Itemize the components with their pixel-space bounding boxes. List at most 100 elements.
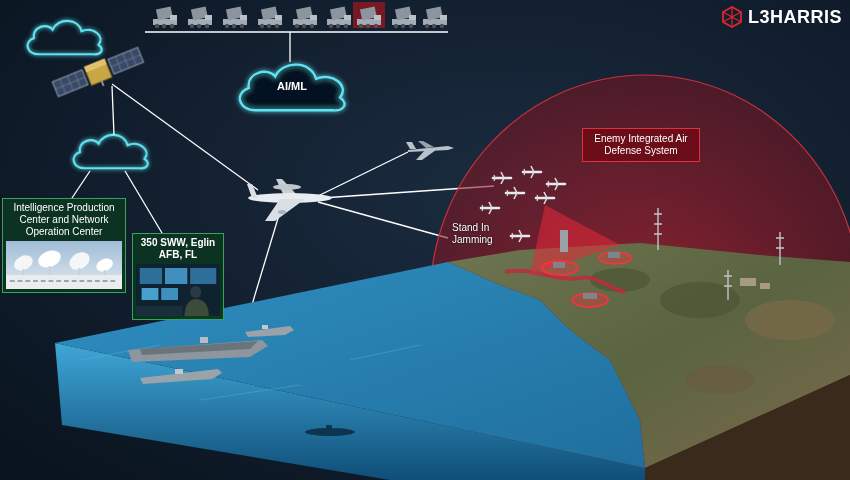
airborne-command-aircraft: [247, 184, 258, 198]
naval-group: [128, 325, 355, 436]
operations-room-picture: [185, 299, 209, 316]
dish-farm-picture: [6, 241, 122, 289]
node-text: Intelligence Production Center and Netwo…: [6, 202, 122, 241]
node-illustration: [6, 241, 122, 289]
link-lines: [318, 202, 448, 238]
naval-group: [245, 326, 294, 337]
terrain-slab: [645, 375, 850, 480]
fighter-jet: [406, 141, 454, 160]
threat-label-box: Enemy Integrated Air Defense System: [582, 128, 700, 162]
air-defense-sites: [572, 293, 608, 307]
network-cloud: [28, 21, 148, 168]
terrain-slab: [55, 243, 850, 480]
vehicle-row: [293, 6, 317, 28]
air-defense-sites: [553, 262, 565, 268]
fighter-jet: [418, 141, 434, 148]
terrain-slab: [745, 300, 835, 340]
drone-swarm: [493, 172, 511, 184]
naval-group: [262, 325, 268, 329]
vehicle-row: [353, 2, 385, 28]
vehicle-row: [153, 6, 177, 28]
dish-farm-picture: [23, 266, 104, 275]
drone-swarm: [547, 178, 565, 190]
air-defense-sites: [740, 278, 756, 286]
cloud-outline: [240, 65, 345, 111]
jamming-beam: [530, 205, 620, 275]
operations-room-picture: [190, 286, 201, 298]
dish-farm-picture: [6, 241, 122, 289]
vehicle-row: [289, 32, 290, 62]
network-cloud: [28, 21, 102, 54]
operations-room-picture: [161, 288, 178, 300]
link-lines: [318, 152, 408, 196]
link-lines: [72, 171, 90, 198]
operations-room-picture: [136, 264, 220, 316]
vehicle-row: [145, 2, 448, 62]
vehicle-row: [423, 6, 447, 28]
vehicle-row: [392, 6, 416, 28]
satellite: [108, 47, 144, 74]
satellite: [108, 47, 144, 74]
air-defense-sites: [654, 208, 662, 250]
link-lines: [112, 86, 114, 135]
airborne-command-aircraft: [273, 184, 301, 190]
node-text: 350 SWW, Eglin AFB, FL: [136, 237, 220, 264]
operations-room-picture: [165, 268, 187, 284]
naval-group: [200, 337, 208, 343]
airborne-command-aircraft: [278, 210, 286, 214]
air-defense-sites: [776, 232, 784, 265]
brand-icon: [723, 7, 741, 27]
operations-room-picture: [136, 306, 183, 316]
air-defense-sites: [608, 252, 620, 258]
node-text: Enemy Integrated Air Defense System: [587, 133, 695, 157]
air-defense-sites: [724, 270, 732, 300]
facility-box: Intelligence Production Center and Netwo…: [2, 198, 126, 293]
air-defense-sites: [599, 252, 631, 264]
brand-logo: L3HARRIS: [721, 6, 842, 28]
air-defense-sites: [583, 293, 597, 299]
operations-room-picture: [142, 288, 159, 300]
air-defense-sites: [542, 208, 784, 307]
operations-room-picture: [140, 268, 162, 284]
cloud-node: AI/ML: [232, 58, 352, 116]
drone-swarm: [506, 187, 524, 199]
air-defense-sites: [560, 230, 568, 252]
drone-swarm: [511, 230, 529, 242]
naval-group: [326, 425, 332, 430]
vehicle-row: [223, 6, 247, 28]
satellite: [102, 81, 104, 86]
link-lines: [112, 84, 258, 190]
network-cloud: [74, 135, 148, 168]
operations-room-picture: [190, 268, 216, 284]
node-text: AI/ML: [277, 80, 307, 93]
fighter-jet: [406, 142, 416, 149]
naval-group: [128, 340, 268, 362]
label-text: L3HARRIS: [748, 7, 842, 28]
satellite: [52, 45, 147, 103]
drone-swarm: [481, 166, 565, 242]
operations-box: 350 SWW, Eglin AFB, FL: [132, 233, 224, 320]
dish-farm-picture: [6, 275, 122, 289]
drone-swarm: [536, 192, 554, 204]
fighter-jet: [416, 149, 436, 160]
drone-swarm: [481, 202, 499, 214]
satellite: [84, 59, 112, 86]
vehicle-row: [258, 6, 282, 28]
node-illustration: [136, 264, 220, 316]
operations-room-picture: [136, 264, 220, 316]
vehicle-row: [188, 6, 212, 28]
airborne-command-aircraft: [265, 199, 305, 221]
naval-group: [140, 369, 222, 384]
label-text: Stand In Jamming: [452, 222, 493, 245]
drone-swarm: [523, 166, 541, 178]
dish-farm-picture: [10, 280, 118, 282]
satellite: [52, 70, 88, 97]
annotation-text: Stand In Jamming: [452, 222, 506, 246]
naval-group: [140, 341, 258, 355]
vehicle-row: [327, 6, 351, 28]
naval-group: [175, 369, 183, 374]
terrain-slab: [685, 366, 755, 394]
air-defense-sites: [760, 283, 770, 289]
